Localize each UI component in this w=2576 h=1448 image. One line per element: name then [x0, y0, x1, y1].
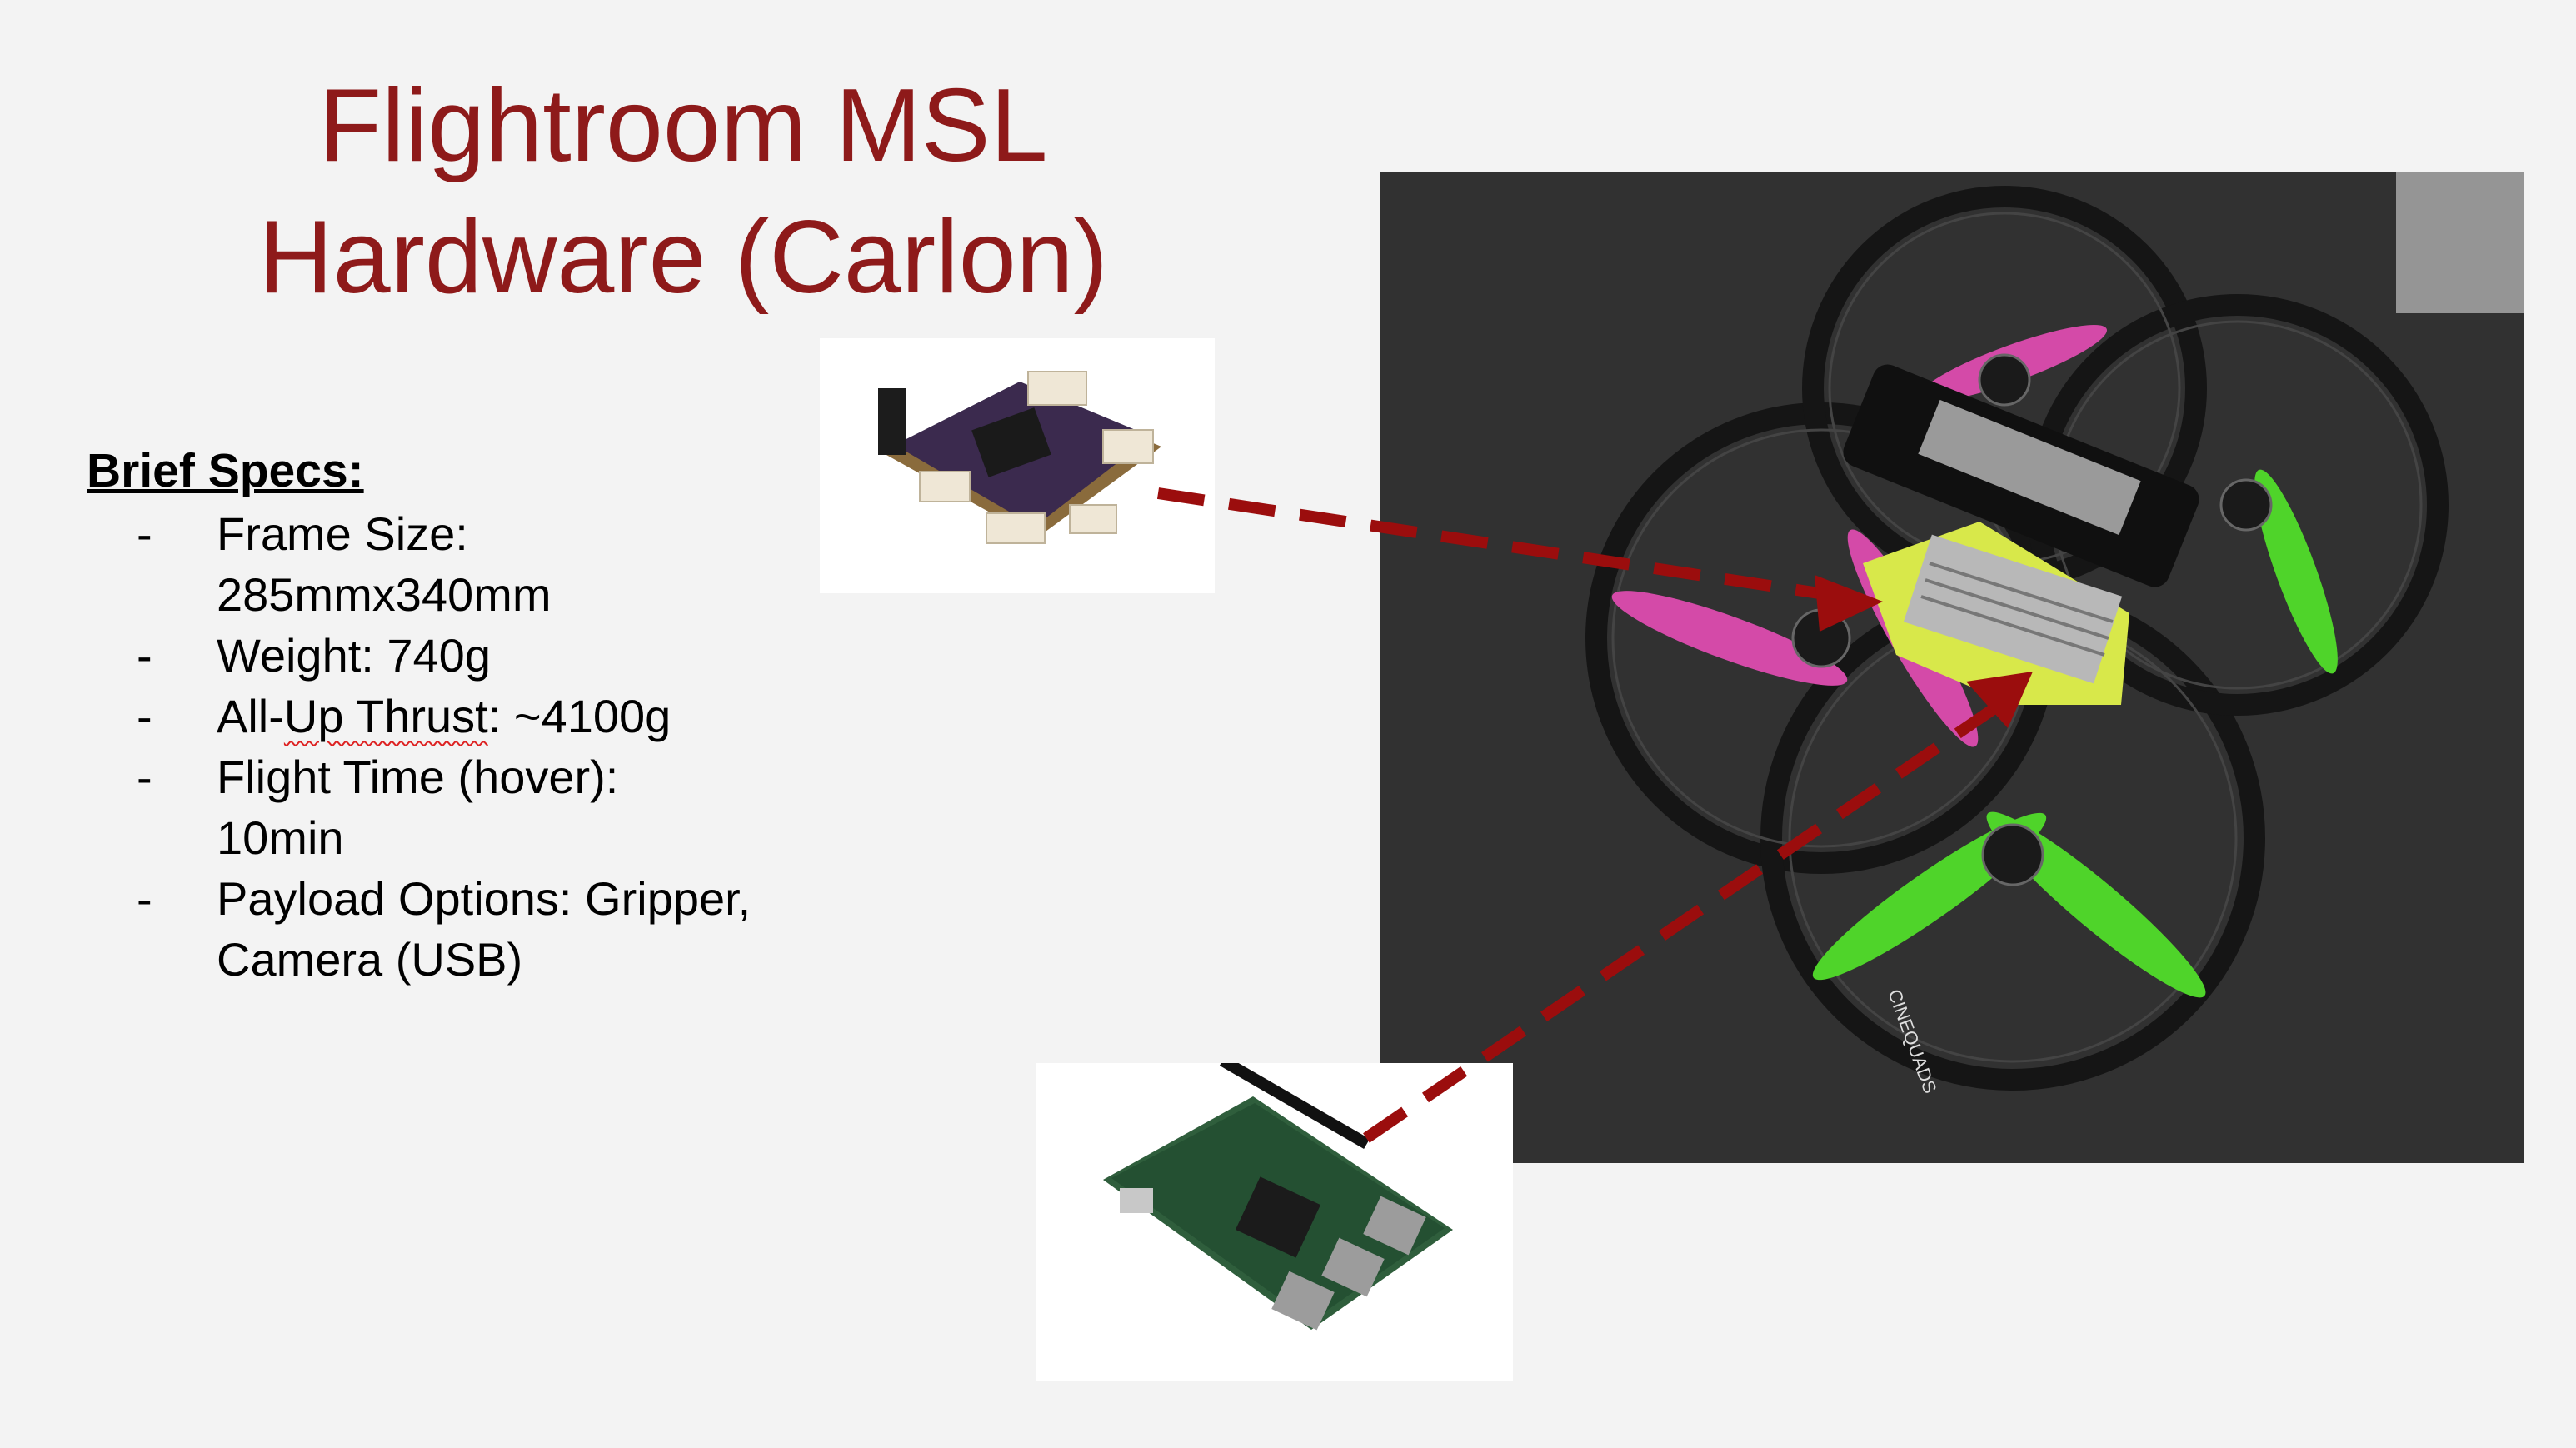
- bullet-dash: -: [137, 751, 152, 803]
- drone-photo: CINEQUADS: [1380, 172, 2524, 1163]
- bullet-dash: -: [137, 629, 152, 682]
- bullet-dash: -: [137, 872, 152, 925]
- flight-controller-illustration: [820, 338, 1215, 593]
- spec-text-part: : ~4100g: [487, 690, 671, 742]
- spec-item-payload: - Payload Options: Gripper, Camera (USB): [87, 868, 820, 990]
- title-line-1: Flightroom MSL: [318, 68, 1048, 183]
- spec-item-flight-time: - Flight Time (hover): 10min: [87, 746, 820, 868]
- spellcheck-underlined-text: Up Thrust: [283, 690, 488, 742]
- specs-list: - Frame Size: 285mmx340mm - Weight: 740g…: [87, 503, 820, 990]
- specs-heading: Brief Specs:: [87, 444, 364, 497]
- spec-text: Weight: 740g: [217, 629, 491, 682]
- spec-text: Frame Size:: [217, 507, 468, 560]
- spec-text-continued: Camera (USB): [217, 933, 523, 986]
- spec-text-part: All-: [217, 690, 284, 742]
- flight-controller-photo: [820, 338, 1215, 593]
- slide-title: Flightroom MSL Hardware (Carlon): [125, 60, 1241, 323]
- spec-item-thrust: - All-Up Thrust: ~4100g: [87, 686, 820, 746]
- spec-text: Flight Time (hover):: [217, 751, 619, 803]
- bullet-dash: -: [137, 507, 152, 560]
- spec-item-weight: - Weight: 740g: [87, 625, 820, 686]
- drone-illustration: CINEQUADS: [1380, 172, 2524, 1163]
- title-line-2: Hardware (Carlon): [258, 200, 1108, 315]
- spec-item-frame-size: - Frame Size: 285mmx340mm: [87, 503, 820, 625]
- spec-text-continued: 10min: [217, 811, 344, 864]
- spec-text: Payload Options: Gripper,: [217, 872, 751, 925]
- spec-text-continued: 285mmx340mm: [217, 568, 552, 621]
- single-board-computer-illustration: [1036, 1063, 1513, 1381]
- spec-text: All-Up Thrust: ~4100g: [217, 686, 820, 746]
- single-board-computer-photo: [1036, 1063, 1513, 1381]
- bullet-dash: -: [137, 690, 152, 742]
